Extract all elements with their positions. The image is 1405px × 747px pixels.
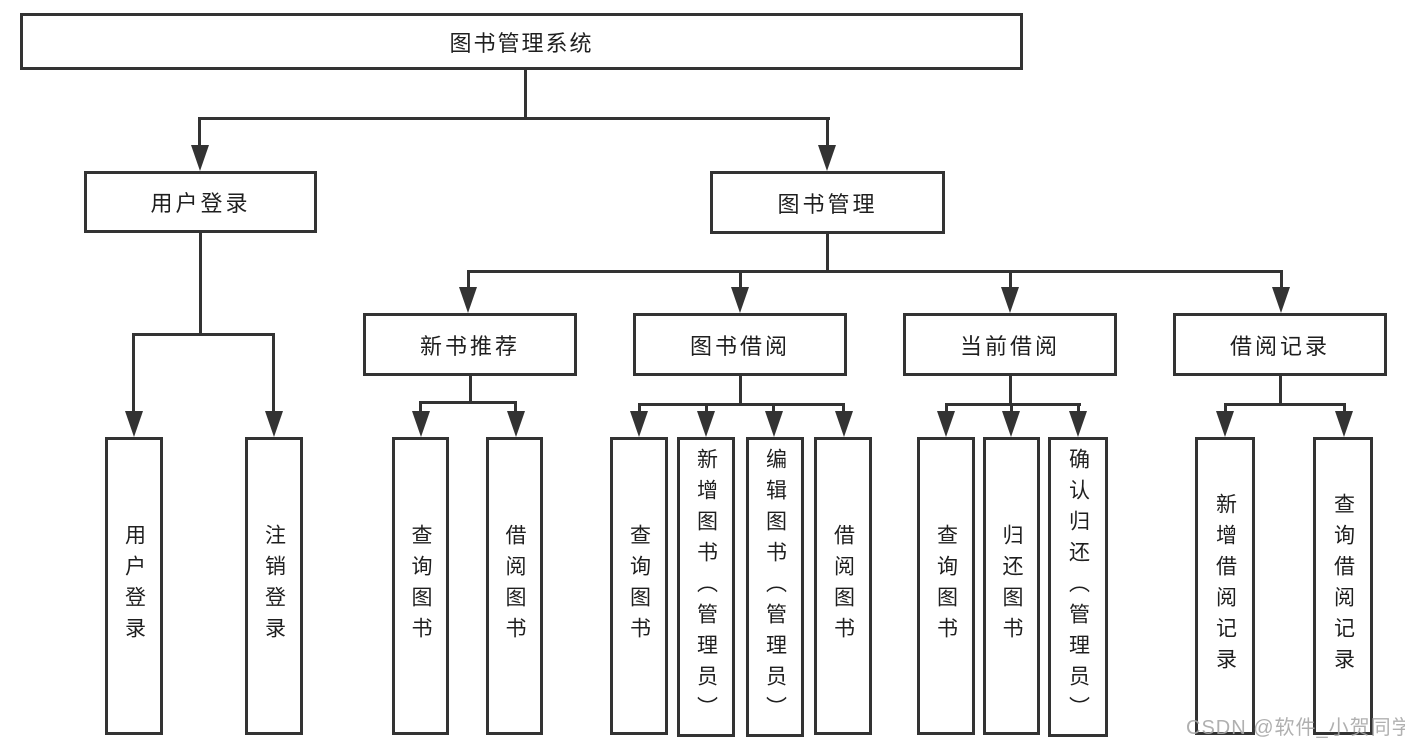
connector-line: [705, 403, 708, 414]
connector-line: [739, 376, 742, 405]
arrowhead-down-icon: [1272, 287, 1290, 313]
arrowhead-down-icon: [1069, 411, 1087, 437]
leaf-borrow-books-recommend: 借阅图书: [486, 437, 543, 735]
connector-line: [524, 68, 527, 119]
arrowhead-down-icon: [191, 145, 209, 171]
arrowhead-down-icon: [630, 411, 648, 437]
node-new-book-recommend: 新书推荐: [363, 313, 577, 376]
connector-line: [132, 333, 275, 336]
arrowhead-down-icon: [765, 411, 783, 437]
node-library-management-system: 图书管理系统: [20, 13, 1023, 70]
arrowhead-down-icon: [1216, 411, 1234, 437]
leaf-query-books-current: 查询图书: [917, 437, 975, 735]
arrowhead-down-icon: [1335, 411, 1353, 437]
connector-line: [132, 333, 135, 413]
leaf-query-books-borrowing: 查询图书: [610, 437, 668, 735]
connector-line: [1009, 270, 1012, 289]
connector-line: [199, 233, 202, 335]
connector-line: [945, 403, 948, 414]
node-book-borrowing: 图书借阅: [633, 313, 847, 376]
connector-line: [469, 376, 472, 403]
connector-line: [198, 117, 201, 147]
connector-line: [842, 403, 845, 414]
connector-line: [1343, 403, 1346, 414]
connector-line: [1009, 376, 1012, 405]
leaf-borrow-books-borrowing: 借阅图书: [814, 437, 872, 735]
connector-line: [1010, 403, 1013, 414]
connector-line: [638, 403, 641, 414]
connector-line: [1224, 403, 1227, 414]
arrowhead-down-icon: [835, 411, 853, 437]
connector-line: [1280, 270, 1283, 289]
connector-line: [1077, 403, 1080, 414]
arrowhead-down-icon: [412, 411, 430, 437]
arrowhead-down-icon: [818, 145, 836, 171]
connector-line: [198, 117, 830, 120]
node-borrowing-records: 借阅记录: [1173, 313, 1387, 376]
arrowhead-down-icon: [1001, 287, 1019, 313]
leaf-add-borrow-record: 新增借阅记录: [1195, 437, 1255, 735]
arrowhead-down-icon: [265, 411, 283, 437]
node-current-borrowing: 当前借阅: [903, 313, 1117, 376]
arrowhead-down-icon: [731, 287, 749, 313]
connector-line: [826, 117, 829, 147]
leaf-query-books-recommend: 查询图书: [392, 437, 449, 735]
arrowhead-down-icon: [125, 411, 143, 437]
connector-line: [739, 270, 742, 289]
connector-line: [419, 401, 517, 404]
connector-line: [945, 403, 1081, 406]
connector-line: [467, 270, 470, 289]
csdn-watermark: CSDN @软件_小贺同学: [1186, 717, 1405, 739]
leaf-edit-book-admin: 编辑图书（管理员）: [746, 437, 804, 737]
leaf-add-book-admin: 新增图书（管理员）: [677, 437, 735, 737]
arrowhead-down-icon: [697, 411, 715, 437]
connector-line: [1224, 403, 1346, 406]
leaf-query-borrow-record: 查询借阅记录: [1313, 437, 1373, 735]
node-user-login: 用户登录: [84, 171, 317, 233]
arrowhead-down-icon: [937, 411, 955, 437]
leaf-logout: 注销登录: [245, 437, 303, 735]
connector-line: [638, 403, 845, 406]
leaf-return-books: 归还图书: [983, 437, 1040, 735]
arrowhead-down-icon: [1002, 411, 1020, 437]
connector-line: [419, 401, 422, 414]
leaf-user-login: 用户登录: [105, 437, 163, 735]
arrowhead-down-icon: [507, 411, 525, 437]
connector-line: [826, 232, 829, 272]
leaf-confirm-return-admin: 确认归还（管理员）: [1048, 437, 1108, 737]
node-book-management: 图书管理: [710, 171, 945, 234]
connector-line: [272, 333, 275, 413]
connector-line: [1279, 376, 1282, 405]
arrowhead-down-icon: [459, 287, 477, 313]
connector-line: [514, 401, 517, 414]
connector-line: [467, 270, 1283, 273]
connector-line: [772, 403, 775, 414]
